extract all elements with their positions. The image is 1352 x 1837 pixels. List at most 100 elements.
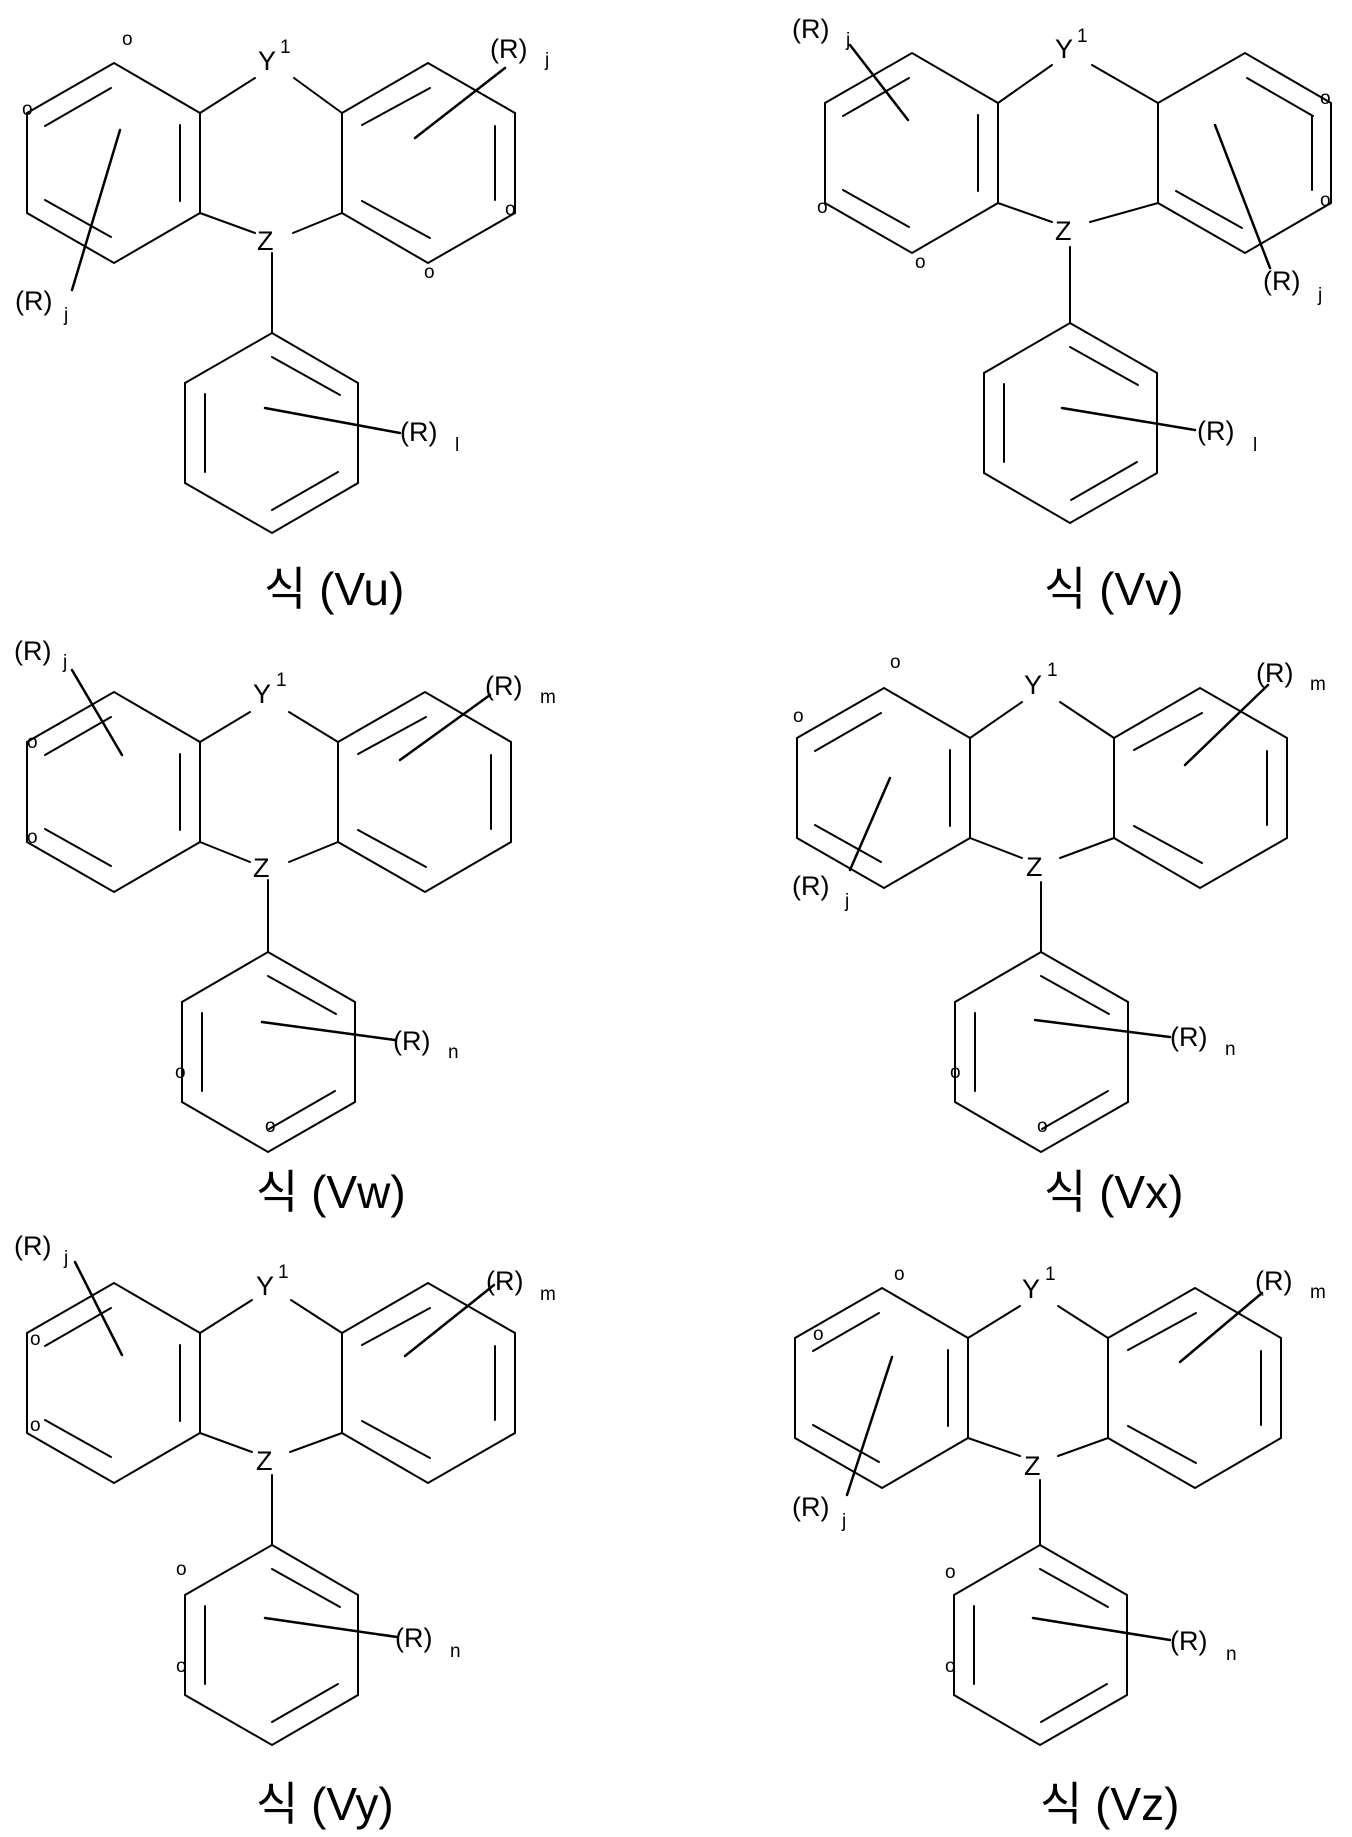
vx-position-mark: o — [793, 706, 804, 727]
vy-atom-y-superscript: 1 — [278, 1262, 289, 1283]
vx-position-mark: o — [890, 652, 901, 673]
vu-substituent-r: (R) — [400, 417, 437, 447]
vv-substituent-r: (R) — [1197, 416, 1234, 446]
vx-substituent-bonds — [850, 685, 1268, 1037]
vy-position-mark: o — [176, 1559, 187, 1580]
vy-atom-z: Z — [256, 1446, 273, 1476]
vx-position-mark: o — [1037, 1116, 1048, 1137]
vy-substituent-r: (R) — [486, 1266, 523, 1296]
vz-substituent-r: (R) — [1255, 1266, 1292, 1296]
vu-substituent-index: l — [455, 435, 459, 456]
vz-substituent-r: (R) — [792, 1492, 829, 1522]
vv-atom-z: Z — [1055, 216, 1072, 246]
vy-position-mark: o — [30, 1415, 41, 1436]
vu-position-mark: o — [22, 99, 33, 120]
vw-bonds — [27, 692, 511, 1152]
structure-vw: Y 1 Z (R) j (R) m (R) n o o o o 식 (Vw) — [14, 636, 556, 1218]
structure-vx: Y 1 Z (R) m (R) j (R) n o o o o 식 (Vx) — [792, 652, 1326, 1218]
vz-caption: 식 (Vz) — [1040, 1778, 1179, 1830]
vz-substituent-r: (R) — [1170, 1626, 1207, 1656]
vw-substituent-r: (R) — [485, 671, 522, 701]
vu-substituent-r: (R) — [15, 286, 52, 316]
vx-substituent-index: m — [1310, 674, 1326, 695]
vw-atom-y: Y — [253, 679, 271, 709]
vx-atom-z: Z — [1026, 852, 1043, 882]
vw-atom-z: Z — [253, 853, 270, 883]
vz-substituent-bonds — [847, 1293, 1262, 1640]
vx-substituent-r: (R) — [1256, 658, 1293, 688]
vz-atom-y-superscript: 1 — [1045, 1264, 1056, 1285]
vu-substituent-index: j — [544, 50, 549, 71]
vw-position-mark: o — [175, 1062, 186, 1083]
vu-caption: 식 (Vu) — [264, 563, 404, 615]
vx-bonds — [797, 688, 1287, 1152]
vx-substituent-r: (R) — [1170, 1022, 1207, 1052]
vw-substituent-index: j — [62, 652, 67, 673]
vy-substituent-r: (R) — [395, 1623, 432, 1653]
vu-substituent-index: j — [63, 305, 68, 326]
vw-position-mark: o — [27, 732, 38, 753]
vy-substituent-bonds — [75, 1262, 494, 1637]
vx-substituent-index: j — [844, 891, 849, 912]
vu-atom-y: Y — [258, 46, 276, 76]
vv-atom-y: Y — [1055, 34, 1073, 64]
vz-position-mark: o — [945, 1562, 956, 1583]
vv-position-mark: o — [817, 197, 828, 218]
vy-substituent-index: m — [540, 1284, 556, 1305]
vy-substituent-r: (R) — [14, 1231, 51, 1261]
structure-vv: Y 1 Z (R) j (R) j (R) l o o o o 식 (Vv) — [792, 14, 1331, 615]
vv-substituent-r: (R) — [1263, 266, 1300, 296]
vw-substituent-r: (R) — [393, 1026, 430, 1056]
vy-caption: 식 (Vy) — [256, 1778, 394, 1830]
vv-atom-y-superscript: 1 — [1077, 26, 1088, 47]
vv-substituent-r: (R) — [792, 14, 829, 44]
vv-position-mark: o — [915, 252, 926, 273]
vy-position-mark: o — [30, 1329, 41, 1350]
vx-atom-y: Y — [1024, 670, 1042, 700]
vw-position-mark: o — [265, 1116, 276, 1137]
vz-position-mark: o — [894, 1264, 905, 1285]
structure-vy: Y 1 Z (R) j (R) m (R) n o o o o 식 (Vy) — [14, 1231, 556, 1830]
vy-substituent-index: n — [450, 1641, 461, 1662]
vx-atom-y-superscript: 1 — [1047, 660, 1058, 681]
vv-substituent-index: j — [845, 30, 850, 51]
vz-position-mark: o — [945, 1656, 956, 1677]
vu-substituent-r: (R) — [490, 34, 527, 64]
vy-atom-y: Y — [256, 1271, 274, 1301]
vz-position-mark: o — [813, 1324, 824, 1345]
vw-caption: 식 (Vw) — [256, 1166, 406, 1218]
vv-caption: 식 (Vv) — [1044, 563, 1183, 615]
vz-bonds — [795, 1288, 1281, 1745]
vz-substituent-index: n — [1226, 1644, 1237, 1665]
vu-atom-y-superscript: 1 — [280, 37, 291, 58]
vy-substituent-index: j — [63, 1248, 68, 1269]
vw-substituent-r: (R) — [14, 636, 51, 666]
vy-bonds — [27, 1283, 515, 1745]
vw-atom-y-superscript: 1 — [276, 670, 287, 691]
vx-substituent-index: n — [1225, 1039, 1236, 1060]
vz-substituent-index: j — [841, 1511, 846, 1532]
structure-vu: Y 1 Z (R) j (R) j (R) l o o o o 식 (Vu) — [15, 29, 549, 615]
vz-atom-y: Y — [1022, 1274, 1040, 1304]
vw-substituent-bonds — [72, 670, 490, 1040]
vu-position-mark: o — [424, 262, 435, 283]
vw-substituent-index: n — [448, 1042, 459, 1063]
vu-position-mark: o — [505, 199, 516, 220]
vx-position-mark: o — [950, 1062, 961, 1083]
vz-atom-z: Z — [1024, 1451, 1041, 1481]
vw-substituent-index: m — [540, 687, 556, 708]
vu-position-mark: o — [122, 29, 133, 50]
vv-substituent-index: l — [1253, 435, 1257, 456]
vu-bonds — [27, 63, 515, 533]
vu-atom-z: Z — [257, 226, 274, 256]
vv-substituent-index: j — [1317, 285, 1322, 306]
vz-substituent-index: m — [1310, 1282, 1326, 1303]
vv-position-mark: o — [1320, 190, 1331, 211]
vy-position-mark: o — [176, 1656, 187, 1677]
vw-position-mark: o — [27, 827, 38, 848]
vx-substituent-r: (R) — [792, 871, 829, 901]
structure-vz: Y 1 Z (R) m (R) j (R) n o o o o 식 (Vz) — [792, 1264, 1326, 1830]
vx-caption: 식 (Vx) — [1044, 1166, 1183, 1218]
vv-position-mark: o — [1320, 88, 1331, 109]
